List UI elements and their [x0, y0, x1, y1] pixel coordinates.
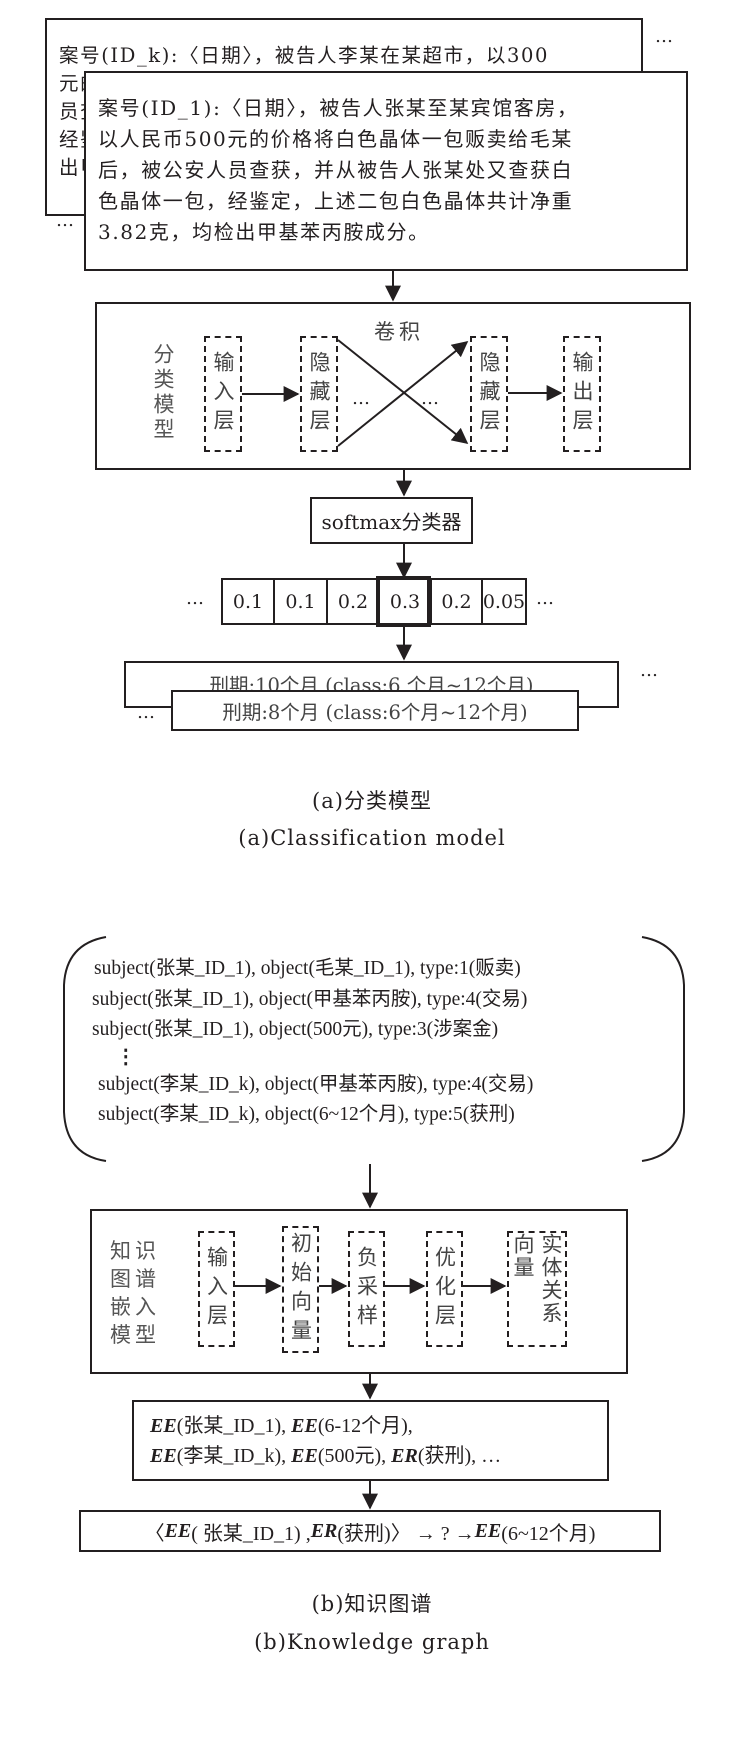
softmax-classifier-label: softmax分类器 — [321, 510, 462, 534]
hidden-layer-2: 隐藏层 — [470, 336, 508, 452]
entity-embedding-tag: EE — [291, 1445, 318, 1467]
case-k-line: 案号(ID_k):〈日期〉，被告人李某在某超市，以300 — [59, 44, 549, 67]
vertical-ellipsis: ⋮ — [116, 1046, 136, 1068]
ellipsis-more-cases-bottom: … — [56, 210, 75, 231]
query-tail-tag: EE — [474, 1519, 502, 1542]
probability-cell: 0.1 — [223, 580, 275, 623]
probability-cell: 0.2 — [432, 580, 483, 623]
right-brace — [641, 936, 685, 1162]
query-open-bracket: 〈 — [144, 1522, 165, 1545]
conv-line-down — [337, 339, 469, 444]
case-1-line: 后，被公安人员查获，并从被告人张某处又查获白 — [98, 158, 574, 182]
relation-embedding-tag: ER — [391, 1445, 418, 1467]
input-layer: 输入层 — [204, 336, 242, 452]
query-head-tag: EE — [164, 1519, 192, 1542]
probability-cell: 0.1 — [275, 580, 328, 623]
kg-embedding-model-label: 知识图谱嵌入模型 — [110, 1239, 160, 1347]
case-1-line: 案号(ID_1):〈日期〉，被告人张某至某宾馆客房， — [98, 96, 579, 120]
query-head-text: ( 张某_ID_1) , — [191, 1522, 311, 1545]
classification-model-label: 分类模型 — [151, 343, 175, 443]
entity-relation-vector-layer: 实体关系向量 — [507, 1231, 567, 1347]
embedding-vectors-box: EE(张某_ID_1), EE(6-12个月), EE(李某_ID_k), EE… — [132, 1400, 609, 1481]
entity-embedding-tag: EE — [150, 1445, 177, 1467]
link-prediction-query-box: 〈EE( 张某_ID_1) , ER (获刑)〉 → ? → EE (6~12个… — [79, 1510, 661, 1552]
hidden-layers-ellipsis-left: … — [352, 388, 371, 409]
query-relation-text: (获刑)〉 → ? → — [337, 1522, 475, 1545]
query-relation-tag: ER — [310, 1519, 338, 1542]
probability-vector: 0.1 0.1 0.2 0.3 0.2 0.05 — [221, 578, 527, 625]
case-1-line: 以人民币500元的价格将白色晶体一包贩卖给毛某 — [98, 127, 573, 151]
caption-b-english: (b)Knowledge graph — [254, 1630, 490, 1654]
case-document-id-1: 案号(ID_1):〈日期〉，被告人张某至某宾馆客房， 以人民币500元的价格将白… — [84, 71, 688, 271]
results-ellipsis-top: … — [640, 660, 659, 681]
hidden-layers-ellipsis-right: … — [421, 388, 440, 409]
hidden-layer-1: 隐藏层 — [300, 336, 338, 452]
embedding-text: (500元), — [317, 1445, 392, 1467]
results-ellipsis-bottom: … — [137, 702, 156, 723]
kg-input-layer: 输入层 — [198, 1231, 235, 1347]
softmax-classifier-box: softmax分类器 — [310, 497, 473, 544]
embedding-text: (张某_ID_1), — [176, 1415, 292, 1437]
sentence-result-front-text: 刑期:8个月 (class:6个月~12个月) — [222, 701, 528, 724]
embedding-line-1: EE(张某_ID_1), EE(6-12个月), — [150, 1411, 607, 1441]
triple-line: subject(张某_ID_1), object(500元), type:3(涉… — [92, 1019, 499, 1040]
probability-cell-highlighted: 0.3 — [380, 580, 432, 623]
case-1-line: 3.82克，均检出甲基苯丙胺成分。 — [98, 220, 430, 244]
embedding-text: (获刑), … — [417, 1445, 502, 1467]
triple-line: subject(张某_ID_1), object(毛某_ID_1), type:… — [94, 958, 521, 979]
case-1-line: 色晶体一包，经鉴定，上述二包白色晶体共计净重 — [98, 189, 574, 213]
triple-line: subject(张某_ID_1), object(甲基苯丙胺), type:4(… — [92, 988, 528, 1010]
entity-embedding-tag: EE — [291, 1415, 318, 1437]
embedding-text: (李某_ID_k), — [176, 1445, 292, 1467]
embedding-line-2: EE(李某_ID_k), EE(500元), ER(获刑), … — [150, 1441, 607, 1471]
caption-b-chinese: (b)知识图谱 — [311, 1592, 433, 1616]
ellipsis-more-cases-top: … — [655, 26, 674, 47]
convolution-label: 卷积 — [374, 320, 424, 344]
output-layer: 输出层 — [563, 336, 601, 452]
negative-sampling-layer: 负采样 — [348, 1231, 385, 1347]
triples-list: subject(张某_ID_1), object(毛某_ID_1), type:… — [92, 954, 533, 1131]
sentence-result-front: 刑期:8个月 (class:6个月~12个月) — [171, 690, 579, 731]
entity-embedding-tag: EE — [150, 1415, 177, 1437]
conv-line-up — [337, 340, 469, 447]
query-tail-text: (6~12个月) — [501, 1522, 596, 1545]
caption-a-english: (a)Classification model — [238, 826, 506, 850]
embedding-text: (6-12个月), — [317, 1415, 413, 1437]
optimization-layer: 优化层 — [426, 1231, 463, 1347]
triple-line: subject(李某_ID_k), object(甲基苯丙胺), type:4(… — [98, 1073, 534, 1095]
initial-vector-layer: 初始向量 — [282, 1226, 319, 1353]
caption-a-chinese: (a)分类模型 — [312, 789, 432, 813]
probability-ellipsis-left: … — [186, 588, 205, 609]
triple-line: subject(李某_ID_k), object(6~12个月), type:5… — [98, 1104, 515, 1125]
probability-cell: 0.05 — [482, 590, 526, 613]
left-brace — [63, 936, 107, 1162]
probability-ellipsis-right: … — [536, 588, 555, 609]
